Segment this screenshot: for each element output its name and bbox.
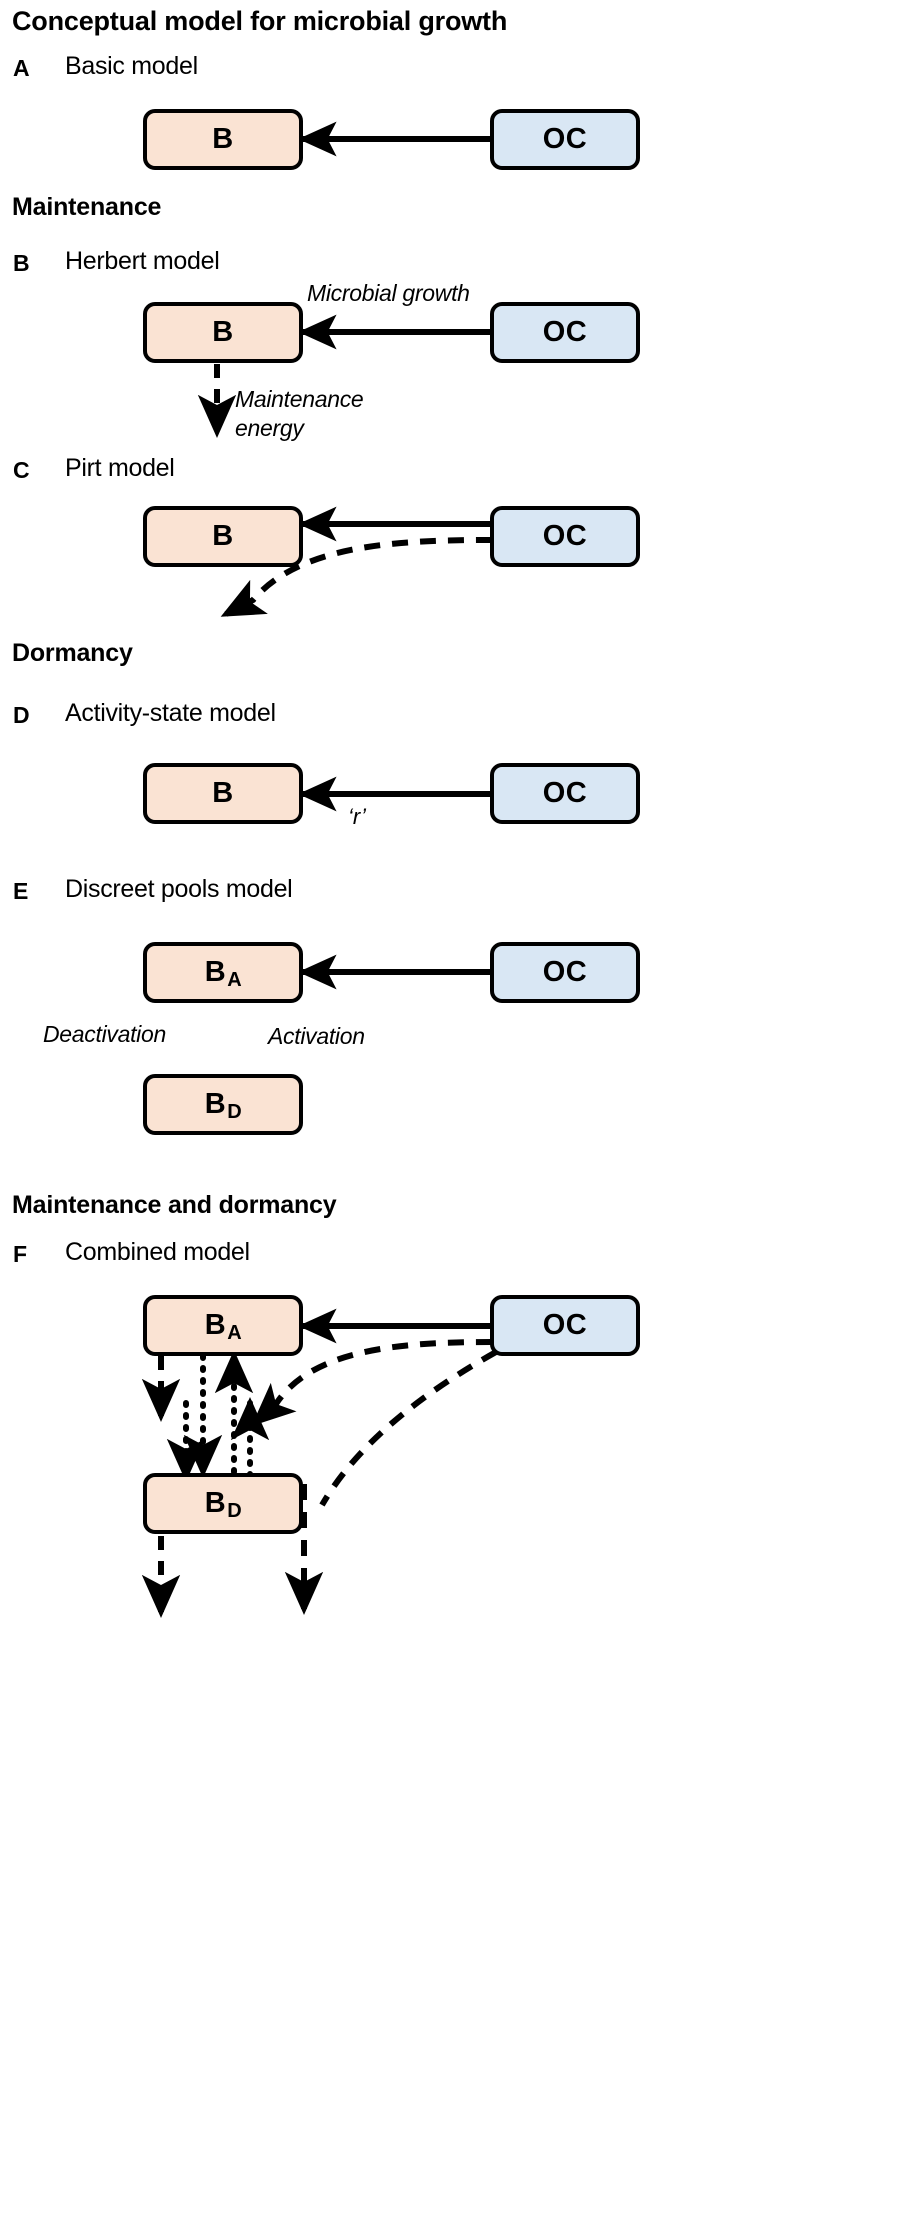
panel-f-edge-oc-overflow [251, 1339, 493, 1427]
panel-b-node-oc[interactable]: OC [490, 302, 640, 363]
panel-e-label-activation: Activation [268, 1023, 365, 1049]
panel-f-node-oc[interactable]: OC [490, 1295, 640, 1356]
panel-letter-e: E [13, 878, 29, 904]
panel-letter-b: B [13, 250, 30, 276]
panel-b-label-maintenance-energy: Maintenance energy [235, 386, 364, 442]
panel-title-c: Pirt model [65, 454, 175, 482]
panel-letter-c: C [13, 457, 30, 483]
panel-b-node-biomass[interactable]: B [143, 302, 303, 363]
panel-title-d: Activity-state model [65, 699, 276, 727]
panel-title-e: Discreet pools model [65, 875, 293, 903]
panel-f-edge-oc-to-bd [319, 1349, 498, 1507]
panel-title-b: Herbert model [65, 247, 220, 275]
panel-d-label-r: ‘r’ [348, 804, 366, 829]
panel-b-node-oc-label: OC [542, 316, 588, 348]
panel-e-node-oc[interactable]: OC [490, 942, 640, 1003]
panel-c-node-biomass[interactable]: B [143, 506, 303, 567]
panel-d-node-oc[interactable]: OC [490, 763, 640, 824]
panel-letter-a: A [13, 55, 30, 81]
section-heading-maintenance-and-dormancy: Maintenance and dormancy [12, 1191, 337, 1219]
panel-letter-d: D [13, 702, 30, 728]
panel-c-node-oc-label: OC [542, 520, 588, 552]
panel-letter-f: F [13, 1241, 28, 1267]
panel-title-a: Basic model [65, 52, 198, 80]
panel-d-node-biomass-label: B [212, 777, 234, 809]
panel-b-label-microbial-growth: Microbial growth [307, 280, 470, 306]
panel-a-node-biomass[interactable]: B [143, 109, 303, 170]
panel-b-node-biomass-label: B [212, 316, 234, 348]
panel-a-node-oc[interactable]: OC [490, 109, 640, 170]
figure-title: Conceptual model for microbial growth [12, 6, 508, 36]
panel-d-node-oc-label: OC [542, 777, 588, 809]
panel-c-node-biomass-label: B [212, 520, 234, 552]
panel-a-node-biomass-label: B [212, 123, 234, 155]
panel-title-f: Combined model [65, 1238, 250, 1266]
panel-d-node-biomass[interactable]: B [143, 763, 303, 824]
panel-f-node-oc-label: OC [542, 1309, 588, 1341]
section-heading-dormancy: Dormancy [12, 639, 133, 667]
panel-c-node-oc[interactable]: OC [490, 506, 640, 567]
panel-a-node-oc-label: OC [542, 123, 588, 155]
panel-c-edge-oc-bypass [220, 537, 493, 617]
panel-e-node-oc-label: OC [542, 956, 588, 988]
panel-e-label-deactivation: Deactivation [43, 1021, 166, 1047]
section-heading-maintenance: Maintenance [12, 193, 162, 221]
